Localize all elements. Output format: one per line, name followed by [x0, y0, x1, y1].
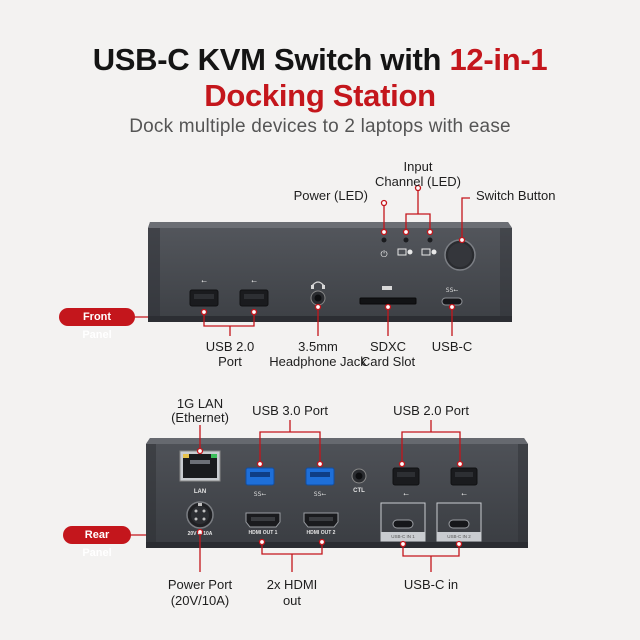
front-usb20-port-2[interactable]: ⭠: [239, 277, 269, 307]
switch-button[interactable]: [444, 239, 476, 271]
rear-usb20-port-1[interactable]: ⭠: [392, 467, 420, 498]
rear-usb20-port-2[interactable]: ⭠: [450, 467, 478, 498]
usb30-label: USB 3.0 Port: [252, 403, 328, 418]
headphone-label-line1: 3.5mm: [298, 339, 338, 354]
hdmi-out-2-label: HDMI OUT 2: [306, 530, 336, 536]
svg-text:⭠: ⭠: [403, 490, 409, 498]
rear-usb30-port-2[interactable]: SS⭠: [305, 467, 335, 498]
sdxc-label-line2: Card Slot: [360, 354, 416, 369]
svg-text:⏻: ⏻: [380, 249, 387, 260]
power-led-label: Power (LED): [293, 188, 368, 203]
title-text: USB-C KVM Switch with: [92, 42, 450, 77]
hdmi-out-1[interactable]: [245, 512, 281, 528]
front-usb20-label-line1: USB 2.0: [205, 339, 255, 354]
power-port-label: 20V ⎓ 10A: [187, 531, 213, 537]
svg-text:SS⭠: SS⭠: [314, 491, 327, 498]
headphone-jack[interactable]: [310, 281, 326, 306]
usbc-in-2-label: USB-C IN 2: [447, 534, 471, 539]
front-usbc-label: USB-C: [431, 339, 473, 354]
power-port-label-line1: Power Port: [167, 577, 233, 592]
lan-label-line2: (Ethernet): [171, 410, 229, 425]
page-title-line2: Docking Station: [204, 78, 436, 113]
input-channel-label-line1: Input: [403, 159, 433, 174]
svg-text:⭠: ⭠: [461, 490, 467, 498]
hdmi-label-line1: 2x HDMI: [266, 577, 318, 592]
channel-led-2: [421, 237, 437, 256]
title-highlight: 12-in-1: [449, 42, 548, 77]
front-callouts: [125, 184, 470, 336]
lan-label-line1: 1G LAN: [176, 396, 224, 411]
front-device-body: [148, 222, 512, 322]
ctl-port[interactable]: [351, 468, 367, 484]
rear-usb30-port-1[interactable]: SS⭠: [245, 467, 275, 498]
channel-led-1: [397, 237, 413, 256]
page-subtitle: Dock multiple devices to 2 laptops with …: [129, 116, 511, 137]
front-usb20-port-1[interactable]: ⭠: [189, 277, 219, 307]
lan-port-label: LAN: [193, 489, 207, 495]
power-port[interactable]: [186, 501, 214, 529]
rear-usb20-label: USB 2.0 Port: [393, 403, 469, 418]
svg-text:⭠: ⭠: [251, 277, 257, 285]
power-led: ⏻: [380, 237, 388, 260]
front-panel-tag: Front Panel: [59, 308, 135, 341]
front-usb20-label-line2: Port: [218, 354, 242, 369]
headphone-label-line2: Headphone Jack: [269, 354, 367, 369]
switch-button-label: Switch Button: [476, 188, 556, 203]
page-title: USB-C KVM Switch with 12-in-1: [0, 42, 640, 78]
hdmi-label-line2: out: [282, 593, 302, 608]
power-port-label-line2: (20V/10A): [170, 593, 230, 608]
ctl-port-label: CTL: [353, 488, 365, 494]
usbc-in-label: USB-C in: [403, 577, 459, 592]
rear-callouts: [125, 420, 464, 572]
svg-text:⭠: ⭠: [201, 277, 207, 285]
rear-panel-tag: Rear Panel: [63, 526, 131, 559]
hdmi-out-1-label: HDMI OUT 1: [248, 530, 278, 536]
svg-text:SS⭠: SS⭠: [254, 491, 267, 498]
hdmi-out-2[interactable]: [303, 512, 339, 528]
lan-port[interactable]: [179, 450, 221, 482]
svg-text:SS⭠: SS⭠: [446, 287, 459, 294]
sdxc-label-line1: SDXC: [369, 339, 407, 354]
rear-device-body: [146, 438, 528, 548]
usbc-in-1-label: USB-C IN 1: [391, 534, 415, 539]
input-channel-label-line2: Channel (LED): [375, 174, 461, 189]
